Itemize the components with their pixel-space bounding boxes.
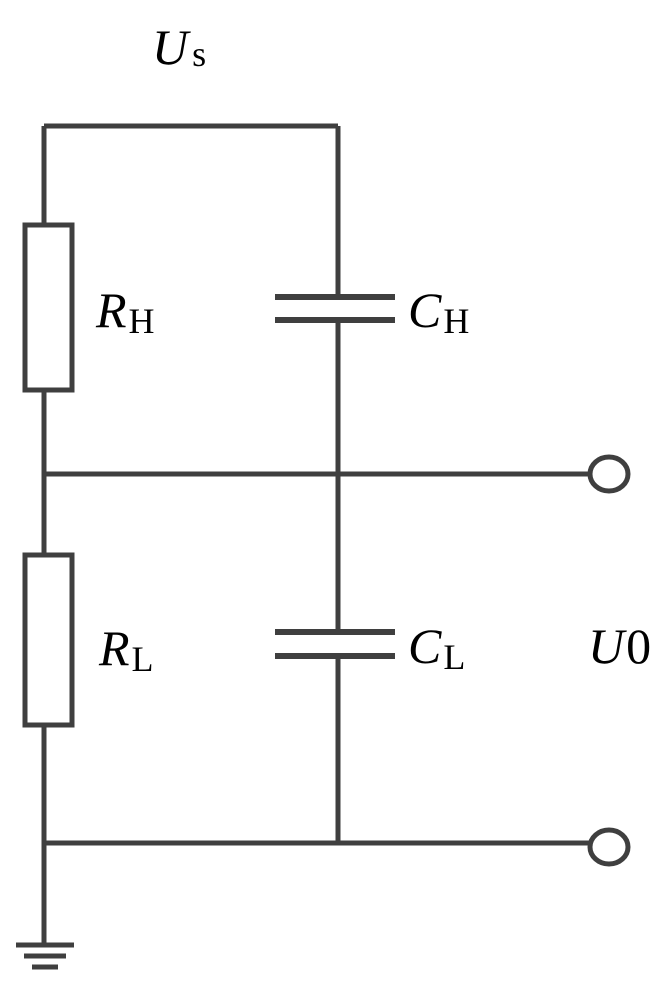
label-rl-sub: L xyxy=(132,639,154,679)
label-ch-sub: H xyxy=(443,301,469,341)
label-rh-main: R xyxy=(95,282,127,338)
label-rh-sub: H xyxy=(129,301,155,341)
label-out-sub: 0 xyxy=(626,618,651,674)
output-terminal-bottom xyxy=(587,827,631,867)
label-out-main: U xyxy=(588,618,627,674)
resistor-low xyxy=(22,552,75,728)
label-ch-main: C xyxy=(408,282,442,338)
label-resistor-low: RL xyxy=(98,620,154,679)
label-supply-sub: s xyxy=(192,34,206,74)
label-rl-main: R xyxy=(98,620,130,676)
ground-icon xyxy=(16,942,74,970)
capacitor-low xyxy=(275,629,395,659)
label-cl-sub: L xyxy=(443,637,465,677)
label-supply-main: U xyxy=(152,19,191,75)
output-terminal-top xyxy=(587,454,631,494)
label-cl-main: C xyxy=(408,618,442,674)
resistor-high xyxy=(22,222,75,393)
label-cap-high: CH xyxy=(408,282,469,341)
capacitor-high xyxy=(275,294,395,323)
label-output-voltage: U0 xyxy=(588,618,651,674)
label-resistor-high: RH xyxy=(95,282,155,341)
label-cap-low: CL xyxy=(408,618,465,677)
